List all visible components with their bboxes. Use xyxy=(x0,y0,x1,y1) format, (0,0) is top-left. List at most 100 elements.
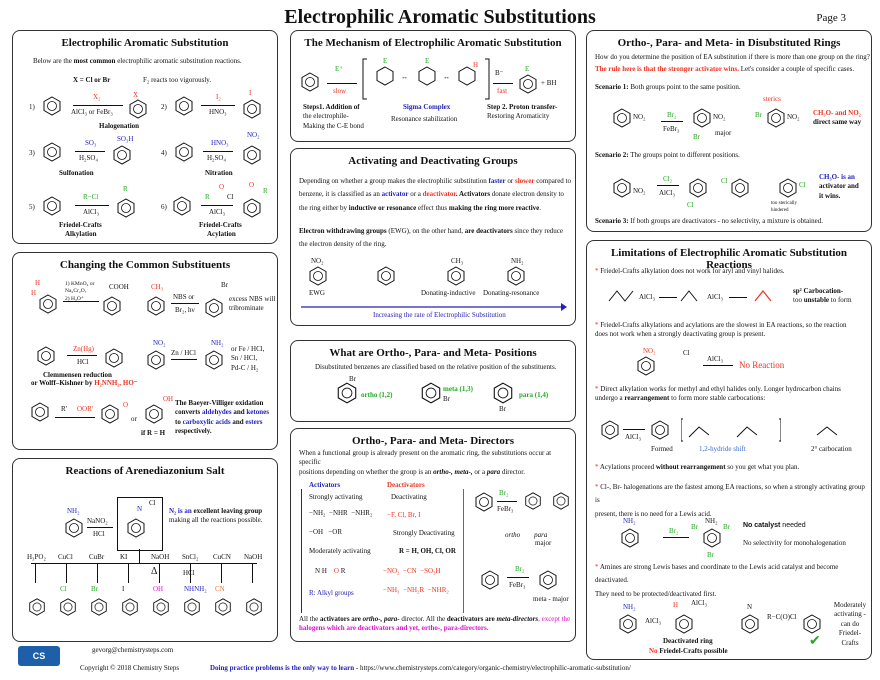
alcl3-label: AlCl₃ xyxy=(625,433,642,441)
nh2-label: NH₂ xyxy=(67,507,80,515)
br-label: Br xyxy=(349,375,356,383)
directors-heading: Ortho-, Para- and Meta- Directors xyxy=(352,435,514,447)
benzene-ring xyxy=(243,99,261,119)
br-label: Br xyxy=(691,523,698,531)
alcl3-label: AlCl₃ xyxy=(691,599,708,607)
ester-o: O xyxy=(123,401,129,409)
diazonium-product-label: I xyxy=(122,585,125,593)
leaving-group-note: N₂ is an excellent leaving group making … xyxy=(169,507,263,525)
product-substituent: R xyxy=(123,185,128,193)
cl-label: Cl xyxy=(799,181,806,189)
diazonium-product-label: OH xyxy=(153,585,164,593)
positions-heading: What are Ortho-, Para- and Meta- Positio… xyxy=(329,347,537,359)
anisole-ring xyxy=(613,108,631,128)
no2-label: NO₂ xyxy=(643,347,656,355)
benzene-ring xyxy=(117,198,135,218)
no-selectivity-note: No selectivity for monohalogenation xyxy=(743,539,846,547)
reaction-arrow xyxy=(66,563,67,583)
benzene-ring xyxy=(175,142,193,162)
diazonium-reagent: CuCN xyxy=(213,553,231,561)
benzene-ring xyxy=(519,74,537,94)
vinyl-cation xyxy=(754,290,772,302)
benzene-ring xyxy=(122,598,138,616)
reagent-top: X₂ xyxy=(93,93,101,101)
no2-label: NO₂ xyxy=(787,113,800,121)
product-substituent: X xyxy=(133,91,139,99)
benzene-ring xyxy=(31,402,49,422)
benzene-ring xyxy=(246,598,262,616)
toluene-ring xyxy=(447,266,465,286)
reduction-alternatives: or Fe / HCl,Sn / HCl,Pd-C / H₂ xyxy=(231,345,265,372)
benzene-ring xyxy=(601,420,619,440)
product-cooh: COOH xyxy=(109,283,129,291)
diazonium-heading: Reactions of Arenediazonium Salt xyxy=(65,465,225,477)
reaction-name: Friedel-Crafts xyxy=(199,221,242,229)
febr3-reagent: FeBr₃ xyxy=(663,125,680,133)
benzene-ring xyxy=(377,266,395,286)
cl2-reagent: Cl₂ xyxy=(663,175,673,183)
nitrobenzene-ring xyxy=(309,266,327,286)
clemmensen-label: Clemmensen reduction xyxy=(43,371,112,379)
diazonium-reagent: H₃PO₂ xyxy=(27,553,46,561)
limitation-4: * Acylations proceed without rearrangeme… xyxy=(595,463,800,471)
moderate-groups: N H O R xyxy=(315,567,346,575)
reaction-number: 1) xyxy=(29,103,35,111)
strong-activator-groups: −NH₂ −NHR −NHR₂ −OH −OR xyxy=(309,509,373,536)
limitation-2: * Friedel-Crafts alkylations and acylati… xyxy=(595,321,847,339)
reaction-arrow xyxy=(729,297,747,298)
reaction-arrow xyxy=(87,527,113,528)
diazonium-product-label: CN xyxy=(215,585,225,593)
minor-product-ring xyxy=(767,108,785,128)
reagent-top: I₂ xyxy=(216,93,221,101)
eas-intro: Below are the most common electrophilic … xyxy=(33,57,242,65)
or-label: or xyxy=(131,415,137,423)
scenario-1: Scenario 1: Both groups point to the sam… xyxy=(595,83,741,91)
reaction-arrow xyxy=(201,205,233,206)
reaction-arrow xyxy=(657,185,679,186)
product-substituent: SO₃H xyxy=(117,135,134,143)
sp2-note: sp² Carbocation-too unstable to form xyxy=(793,287,852,305)
deactivators-label: Deactivators xyxy=(387,481,425,489)
reaction-arrow xyxy=(661,121,683,122)
reagent-top: O xyxy=(219,183,225,191)
benzene-ring xyxy=(37,346,55,366)
nbs-reagent: NBS or xyxy=(173,293,195,301)
e-label: E xyxy=(525,65,530,73)
svg-text:↔: ↔ xyxy=(443,73,450,81)
hydride-shift-label: 1,2-hydride shift xyxy=(699,445,746,453)
f2-note: F₂ reacts too vigorously. xyxy=(143,76,212,84)
amide-ring xyxy=(803,614,821,634)
aniline-ring xyxy=(507,266,525,286)
cl-label: Cl xyxy=(687,201,694,209)
diazonium-ring xyxy=(127,518,145,538)
deactivating-label: Deactivating xyxy=(391,493,427,501)
directors-intro: When a functional group is already prese… xyxy=(299,449,552,476)
rate-label: Increasing the rate of Electrophilic Sub… xyxy=(373,311,506,319)
h-label: H xyxy=(673,601,679,609)
logo: CS xyxy=(18,646,60,666)
strongly-deactivating-label: Strongly Deactivating xyxy=(393,529,455,537)
strongly-activating-label: Strongly activating xyxy=(309,493,363,501)
reaction-arrow xyxy=(201,105,235,106)
reaction-arrow xyxy=(203,151,233,152)
sterics-label: sterics xyxy=(763,95,781,103)
directors-box: Ortho-, Para- and Meta- Directors When a… xyxy=(290,428,576,642)
alkyl-note: R: Alkyl groups xyxy=(309,589,354,597)
footer-email: gevorg@chemistrysteps.com xyxy=(92,646,174,654)
reaction-arrow xyxy=(35,563,36,583)
reagent-top: HNO₃ xyxy=(211,139,229,147)
acyl-chloride: R−C(O)Cl xyxy=(767,613,797,621)
anisole-ring xyxy=(613,178,631,198)
reaction-number: 3) xyxy=(29,149,35,157)
x-label: X = Cl or Br xyxy=(73,76,111,84)
mechanism-heading: The Mechanism of Electrophilic Aromatic … xyxy=(304,37,562,49)
disubstituted-heading: Ortho-, Para- and Meta- in Disubstituted… xyxy=(617,37,841,49)
benzene-ring xyxy=(60,598,76,616)
reaction-name: Alkylation xyxy=(65,230,97,238)
cl-label: Cl xyxy=(683,349,690,357)
scenario-1-verdict: CH₃O- and NO₂ direct same way xyxy=(813,109,862,127)
no2-label: NO₂ xyxy=(633,113,646,121)
limitation-3: * Direct alkylation works for methyl and… xyxy=(595,385,841,403)
directors-footer: All the activators are ortho-, para- dir… xyxy=(299,615,571,633)
benzene-ring xyxy=(215,598,231,616)
